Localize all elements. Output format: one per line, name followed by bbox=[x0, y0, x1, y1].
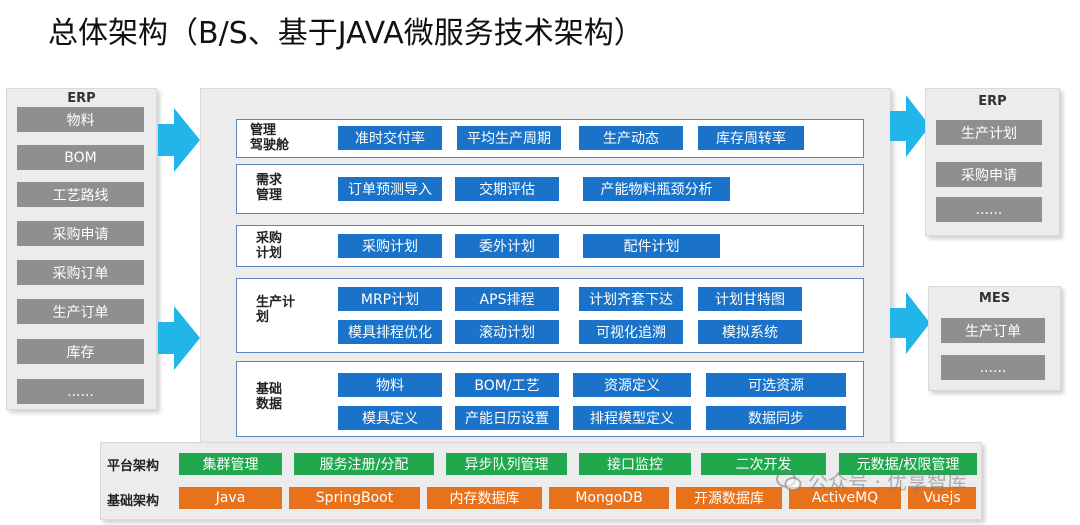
left-erp-item: 物料 bbox=[17, 107, 144, 132]
production-item: MRP计划 bbox=[338, 287, 442, 311]
left-erp-title: ERP bbox=[67, 91, 96, 106]
basedata-item: 数据同步 bbox=[706, 406, 846, 430]
cockpit-item: 生产动态 bbox=[579, 126, 683, 150]
basedata-item: 排程模型定义 bbox=[573, 406, 691, 430]
right-erp-item: 生产计划 bbox=[936, 120, 1042, 145]
infrastructure-label: 基础架构 bbox=[107, 494, 160, 509]
purchase-item: 委外计划 bbox=[455, 234, 559, 258]
cockpit-item: 准时交付率 bbox=[338, 126, 442, 150]
platform-bar: 平台架构 集群管理 服务注册/分配 异步队列管理 接口监控 二次开发 元数据/权… bbox=[100, 442, 982, 520]
production-item: 模拟系统 bbox=[698, 320, 802, 344]
platform-item: 接口监控 bbox=[579, 453, 691, 475]
right-erp-title: ERP bbox=[978, 94, 1007, 109]
left-erp-item: BOM bbox=[17, 145, 144, 170]
infrastructure-item: MongoDB bbox=[549, 487, 669, 509]
right-arrow-icon bbox=[158, 108, 200, 172]
infrastructure-item: ActiveMQ bbox=[789, 487, 901, 509]
right-erp-item: 采购申请 bbox=[936, 162, 1042, 187]
left-erp-item: 采购申请 bbox=[17, 221, 144, 246]
watermark-text: 公众号 · 优享智库 bbox=[808, 470, 968, 494]
right-mes-item: 生产订单 bbox=[941, 318, 1045, 343]
section-demand: 需求 管理 订单预测导入 交期评估 产能物料瓶颈分析 bbox=[236, 164, 864, 214]
production-item: 滚动计划 bbox=[455, 320, 559, 344]
section-purchase: 采购 计划 采购计划 委外计划 配件计划 bbox=[236, 225, 864, 267]
infrastructure-item: Vuejs bbox=[908, 487, 976, 509]
left-erp-item: 工艺路线 bbox=[17, 182, 144, 207]
infrastructure-item: SpringBoot bbox=[289, 487, 420, 509]
right-arrow-icon bbox=[158, 306, 200, 370]
right-arrow-icon bbox=[890, 95, 930, 157]
right-mes-item: ...... bbox=[941, 355, 1045, 380]
production-item: 计划齐套下达 bbox=[579, 287, 683, 311]
production-item: APS排程 bbox=[455, 287, 559, 311]
demand-item: 交期评估 bbox=[455, 177, 559, 201]
production-item: 可视化追溯 bbox=[579, 320, 683, 344]
platform-item: 元数据/权限管理 bbox=[839, 453, 977, 475]
wechat-icon bbox=[776, 470, 802, 491]
purchase-item: 配件计划 bbox=[583, 234, 720, 258]
section-production-planning: 生产计 划 MRP计划 APS排程 计划齐套下达 计划甘特图 模具排程优化 滚动… bbox=[236, 278, 864, 353]
infrastructure-item: Java bbox=[179, 487, 282, 509]
infrastructure-item: 内存数据库 bbox=[427, 487, 542, 509]
section-label: 生产计 划 bbox=[256, 295, 296, 325]
right-erp-item: ...... bbox=[936, 197, 1042, 222]
purchase-item: 采购计划 bbox=[338, 234, 442, 258]
section-label: 采购 计划 bbox=[256, 231, 283, 261]
left-erp-item: 生产订单 bbox=[17, 299, 144, 324]
section-label: 基础 数据 bbox=[256, 382, 283, 412]
left-erp-item: ...... bbox=[17, 379, 144, 404]
production-item: 模具排程优化 bbox=[338, 320, 442, 344]
infrastructure-item: 开源数据库 bbox=[676, 487, 782, 509]
cockpit-item: 平均生产周期 bbox=[457, 126, 561, 150]
left-erp-item: 库存 bbox=[17, 339, 144, 364]
right-mes-title: MES bbox=[978, 291, 1011, 306]
page-title: 总体架构（B/S、基于JAVA微服务技术架构） bbox=[48, 16, 644, 51]
section-base-data: 基础 数据 物料 BOM/工艺 资源定义 可选资源 模具定义 产能日历设置 排程… bbox=[236, 361, 864, 437]
basedata-item: 产能日历设置 bbox=[455, 406, 559, 430]
section-label: 需求 管理 bbox=[256, 173, 283, 203]
platform-item: 二次开发 bbox=[701, 453, 826, 475]
right-erp-panel: ERP 生产计划 采购申请 ...... bbox=[925, 88, 1060, 236]
platform-item: 服务注册/分配 bbox=[294, 453, 434, 475]
cockpit-item: 库存周转率 bbox=[698, 126, 804, 150]
right-arrow-icon bbox=[890, 292, 930, 354]
platform-label: 平台架构 bbox=[107, 459, 160, 474]
watermark: 公众号 · 优享智库 bbox=[776, 466, 967, 495]
section-label: 管理 驾驶舱 bbox=[250, 123, 290, 153]
basedata-item: BOM/工艺 bbox=[455, 373, 559, 397]
basedata-item: 可选资源 bbox=[706, 373, 846, 397]
section-cockpit: 管理 驾驶舱 准时交付率 平均生产周期 生产动态 库存周转率 bbox=[236, 119, 864, 158]
basedata-item: 资源定义 bbox=[573, 373, 691, 397]
platform-item: 异步队列管理 bbox=[446, 453, 567, 475]
production-item: 计划甘特图 bbox=[698, 287, 802, 311]
right-mes-panel: MES 生产订单 ...... bbox=[928, 286, 1061, 391]
platform-item: 集群管理 bbox=[179, 453, 282, 475]
basedata-item: 模具定义 bbox=[338, 406, 442, 430]
left-erp-item: 采购订单 bbox=[17, 260, 144, 285]
demand-item: 订单预测导入 bbox=[338, 177, 442, 201]
left-erp-panel: ERP 物料 BOM 工艺路线 采购申请 采购订单 生产订单 库存 ...... bbox=[6, 88, 157, 410]
demand-item: 产能物料瓶颈分析 bbox=[583, 177, 730, 201]
basedata-item: 物料 bbox=[338, 373, 442, 397]
